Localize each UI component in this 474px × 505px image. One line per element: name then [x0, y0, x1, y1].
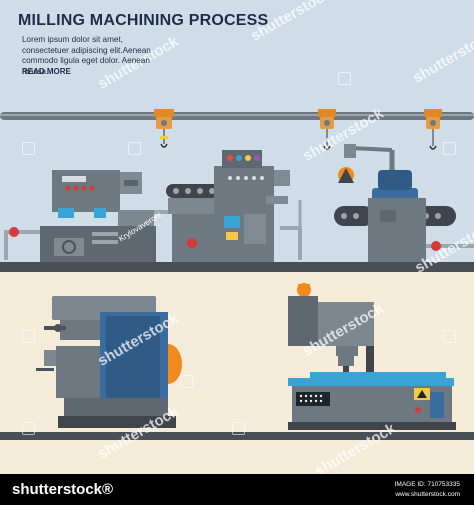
hoist-hook-icon [154, 109, 174, 148]
stock-footer: shutterstock® IMAGE ID: 710753335 www.sh… [0, 474, 474, 505]
image-id: IMAGE ID: 710753335 [394, 481, 460, 488]
footer-logo: shutterstock® [12, 481, 113, 498]
read-more-link[interactable]: READ MORE [22, 67, 71, 76]
overhead-rail [0, 112, 474, 120]
footer-logo-mark: ® [102, 481, 114, 498]
milling-machine-left [36, 296, 182, 428]
factory-floor [0, 262, 474, 272]
site-url[interactable]: www.shutterstock.com [395, 491, 460, 498]
robotic-arm-icon [338, 144, 418, 204]
intro-text: Lorem ipsum dolor sit amet, consectetuer… [22, 35, 151, 76]
hoist-hook-icon [424, 109, 442, 150]
warning-sign-icon [414, 388, 430, 400]
footer-logo-text: shutterstock [12, 481, 103, 498]
central-mill-machine [168, 150, 290, 262]
machines-floor [0, 432, 474, 440]
milling-machine-right [288, 283, 456, 430]
cnc-cabinet-machine [40, 170, 156, 262]
page-title: MILLING MACHINING PROCESS [18, 12, 269, 29]
hoist-hook-icon [318, 109, 336, 150]
illustration [0, 109, 474, 440]
conveyor-belt [334, 198, 456, 262]
conveyor-belt [166, 184, 222, 198]
